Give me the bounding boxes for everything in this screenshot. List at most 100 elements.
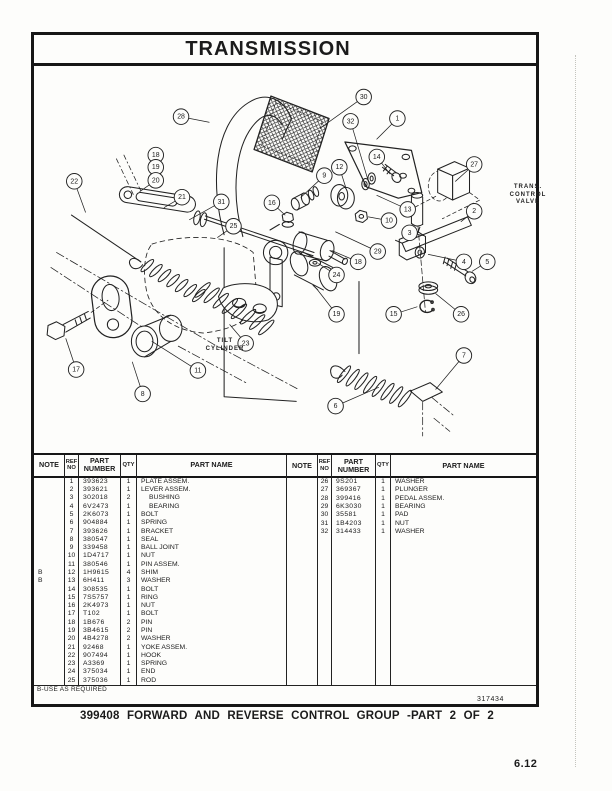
- callout-23: 23: [229, 324, 254, 352]
- part-cell-qty: 1: [381, 519, 385, 527]
- springs: [140, 258, 412, 408]
- part-cell-qty: 2: [126, 626, 131, 634]
- svg-text:19: 19: [333, 311, 341, 318]
- part-cell-note: [34, 644, 64, 652]
- part-cell-name: BEARING: [149, 502, 180, 510]
- part-cell-qty: 1: [381, 502, 385, 510]
- part-cell-name: HOOK: [141, 651, 162, 659]
- svg-text:12: 12: [335, 164, 343, 171]
- svg-text:10: 10: [385, 218, 393, 225]
- svg-text:27: 27: [470, 161, 478, 168]
- callout-1: 1: [376, 110, 406, 140]
- part-cell-part: 1B676: [83, 618, 105, 626]
- part-cell-name: SEAL: [141, 535, 159, 543]
- column-header-part: PART NUMBER: [332, 455, 375, 478]
- part-cell-part: 7S5757: [83, 593, 109, 601]
- part-cell-note: [34, 586, 64, 594]
- column-header-name: PART NAME: [391, 455, 536, 478]
- svg-text:28: 28: [177, 114, 185, 121]
- part-cell-ref: 15: [67, 593, 76, 601]
- column-header-ref: REF NO: [318, 455, 331, 478]
- part-cell-note: [34, 544, 64, 552]
- callout-22: 22: [66, 173, 86, 213]
- part-cell-ref: 4: [69, 502, 74, 510]
- part-cell-note: [34, 561, 64, 569]
- form-number: 317434: [477, 696, 504, 703]
- column-header-ref: REF NO: [65, 455, 78, 478]
- part-cell-name: ROD: [141, 676, 157, 684]
- part-cell-qty: 1: [126, 610, 131, 618]
- page-number: 6.12: [514, 758, 538, 770]
- part-cell-note: [34, 652, 64, 660]
- svg-text:19: 19: [152, 164, 160, 171]
- part-cell-ref: 3: [69, 494, 74, 502]
- part-cell-ref: 22: [67, 651, 76, 659]
- part-cell-name: PEDAL ASSEM.: [395, 494, 445, 502]
- part-cell-name: BOLT: [141, 511, 159, 519]
- svg-text:20: 20: [152, 177, 160, 184]
- part-cell-qty: 1: [381, 478, 385, 485]
- callout-3: 3: [401, 224, 424, 242]
- part-cell-part: 2K4973: [83, 602, 109, 610]
- part-cell-qty: 1: [381, 494, 385, 502]
- part-cell-part: T102: [83, 610, 101, 618]
- part-cell-note: [287, 503, 317, 511]
- part-cell-ref: 6: [69, 519, 74, 527]
- part-cell-ref: 13: [67, 577, 76, 585]
- callout-15: 15: [385, 306, 418, 323]
- title-bar: TRANSMISSION: [34, 35, 536, 66]
- callout-24: 24: [318, 263, 345, 284]
- part-cell-name: PLATE ASSEM.: [141, 477, 190, 485]
- part-cell-qty: 2: [126, 635, 131, 643]
- part-cell-name: PIN: [141, 626, 153, 634]
- callout-6: 6: [327, 386, 380, 415]
- part-cell-note: B: [38, 569, 43, 577]
- part-cell-ref: 7: [69, 527, 74, 535]
- part-cell-part: 3B4615: [83, 626, 109, 634]
- callout-17: 17: [65, 338, 85, 378]
- center-hardware: [269, 172, 376, 231]
- part-cell-qty: 1: [126, 676, 131, 684]
- callout-12: 12: [331, 159, 348, 189]
- part-cell-note: [34, 528, 64, 536]
- part-cell-name: BOLT: [141, 610, 159, 618]
- part-cell-name: BEARING: [395, 502, 426, 510]
- callout-32: 32: [342, 113, 369, 182]
- svg-text:2: 2: [472, 208, 476, 215]
- part-cell-note: [287, 495, 317, 503]
- part-cell-name: PLUNGER: [395, 486, 428, 494]
- part-cell-name: WASHER: [141, 577, 171, 585]
- part-cell-ref: 12: [67, 569, 76, 577]
- part-cell-name: PIN ASSEM.: [141, 560, 180, 568]
- part-cell-ref: 5: [69, 511, 74, 519]
- callout-9: 9: [300, 167, 333, 198]
- callout-31: 31: [189, 193, 230, 221]
- callout-27: 27: [455, 156, 483, 182]
- part-cell-qty: 1: [126, 585, 131, 593]
- part-cell-note: [34, 478, 64, 486]
- svg-text:8: 8: [141, 391, 145, 398]
- control-valve-block: [413, 161, 481, 220]
- part-cell-part: 393626: [83, 527, 109, 535]
- part-cell-qty: 3: [126, 577, 131, 585]
- part-cell-name: BUSHING: [149, 494, 180, 502]
- svg-text:24: 24: [333, 272, 341, 279]
- svg-text:6: 6: [334, 403, 338, 410]
- part-cell-part: 314433: [336, 527, 362, 535]
- transmission-diagram-art: 2830321142721819202221311625912131032918…: [46, 88, 496, 437]
- part-cell-ref: 32: [320, 527, 329, 535]
- part-cell-name: PAD: [395, 511, 409, 519]
- svg-text:9: 9: [322, 173, 326, 180]
- callout-28: 28: [172, 108, 210, 125]
- part-cell-part: 6K3030: [336, 502, 362, 510]
- page-title: TRANSMISSION: [185, 37, 351, 60]
- part-cell-qty: 4: [126, 569, 131, 577]
- part-cell-ref: 8: [69, 535, 74, 543]
- callout-16: 16: [263, 194, 286, 216]
